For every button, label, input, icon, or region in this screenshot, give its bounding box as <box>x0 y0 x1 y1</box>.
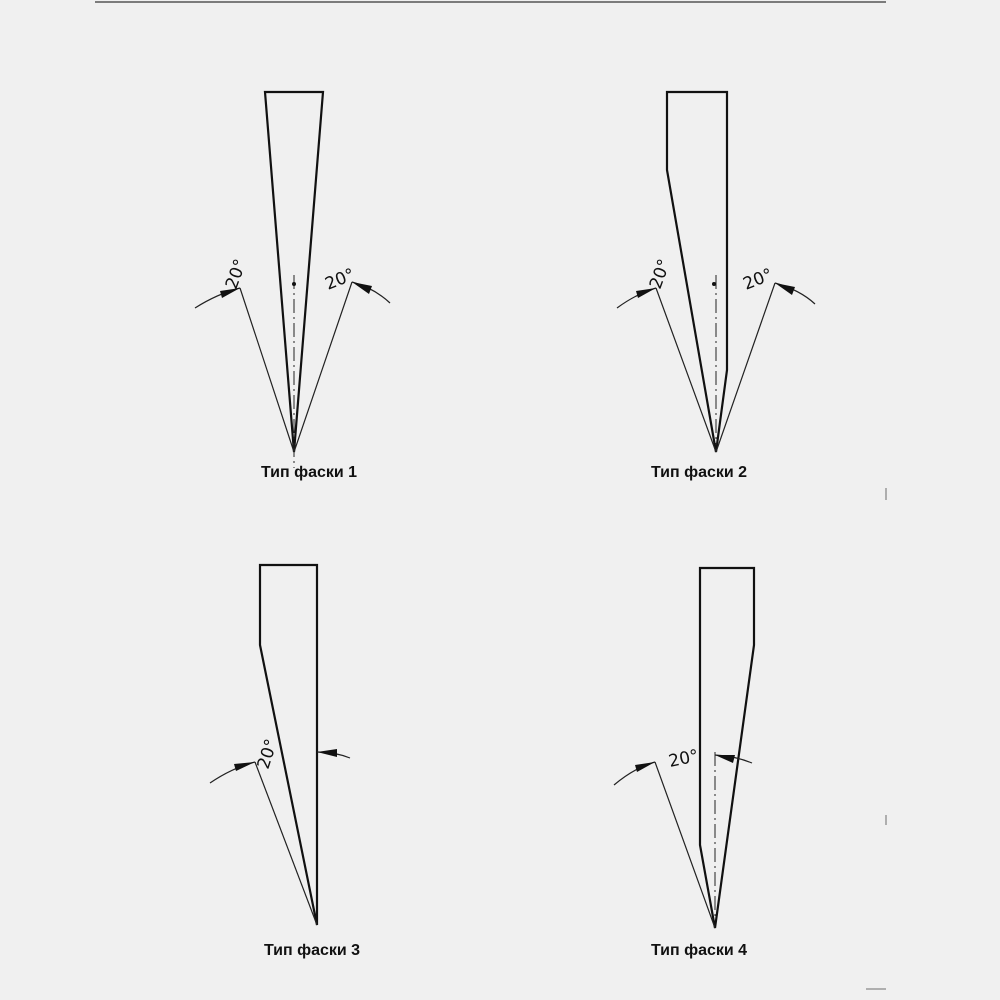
blade-section <box>263 90 325 453</box>
arrow-icon <box>635 762 655 772</box>
panel-caption: Тип фаски 1 <box>261 464 357 481</box>
angle-label: 20° <box>254 737 282 772</box>
panel-caption: Тип фаски 3 <box>264 942 360 959</box>
blade-section <box>665 90 729 453</box>
angle-label-left: 20° <box>222 257 251 292</box>
angle-leader <box>239 287 295 453</box>
arrow-icon <box>636 288 656 298</box>
panel-caption: Тип фаски 4 <box>651 942 747 959</box>
arrow-icon <box>715 755 735 763</box>
arrow-icon <box>775 283 795 295</box>
dimension-arc <box>613 761 656 786</box>
bevel-type-4: 20° Тип фаски 4 <box>613 566 756 959</box>
angle-label-right: 20° <box>322 265 357 295</box>
bevel-type-3: 20° Тип фаски 3 <box>209 563 360 959</box>
angle-label-right: 20° <box>740 265 775 295</box>
angle-leader <box>654 761 716 929</box>
bevel-type-1: 20° 20° Тип фаски 1 <box>194 90 391 481</box>
arrow-icon <box>317 749 337 757</box>
bevel-type-2: 20° 20° Тип фаски 2 <box>616 90 816 481</box>
angle-leader <box>293 281 353 453</box>
angle-label: 20° <box>667 746 701 772</box>
arrow-icon <box>234 762 255 771</box>
arrow-icon <box>352 282 372 294</box>
angle-leader <box>715 282 776 453</box>
angle-label-left: 20° <box>646 257 675 292</box>
angle-leader <box>655 287 717 453</box>
angle-leader <box>254 761 318 926</box>
blade-section <box>698 566 756 929</box>
arrow-icon <box>220 288 240 298</box>
panel-caption: Тип фаски 2 <box>651 464 747 481</box>
